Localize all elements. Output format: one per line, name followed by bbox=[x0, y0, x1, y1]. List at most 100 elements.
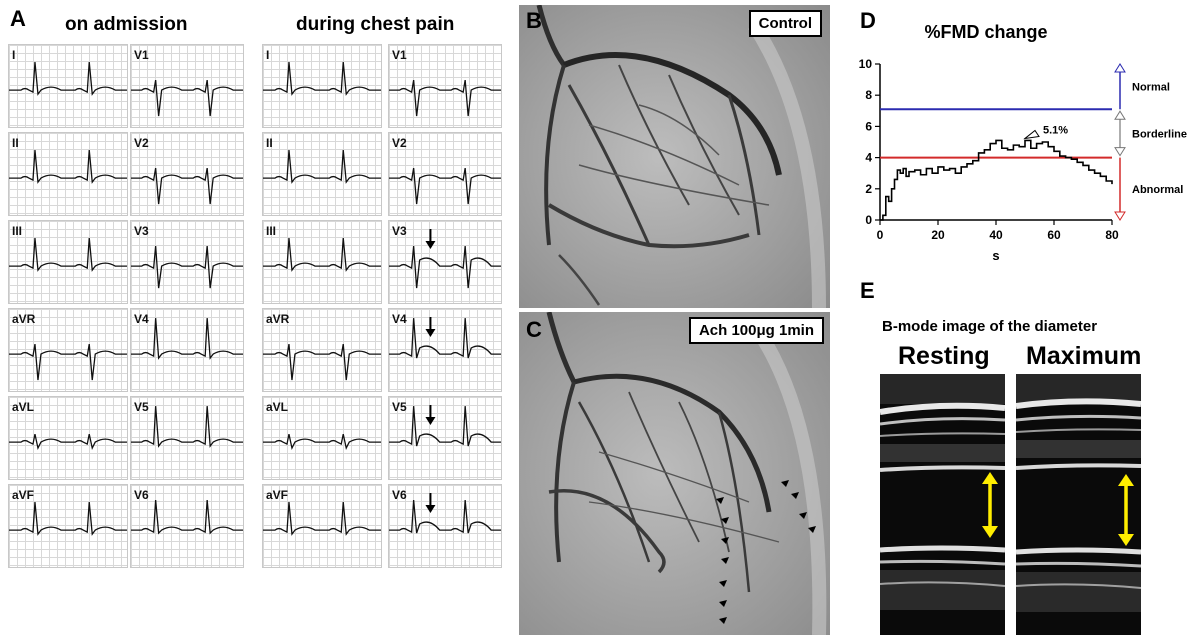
lead-label-adm-V1: V1 bbox=[134, 48, 149, 62]
peak-annotation: 5.1% bbox=[1043, 124, 1068, 136]
zone-label-normal: Normal bbox=[1132, 82, 1170, 94]
st-arrow-head bbox=[425, 417, 436, 425]
ecg-strip-adm-II bbox=[8, 132, 128, 216]
ecg-trace bbox=[263, 433, 381, 451]
chest-pain-title: during chest pain bbox=[296, 14, 455, 35]
ecg-trace bbox=[131, 167, 243, 205]
ecg-waveform bbox=[9, 502, 127, 536]
ecg-waveform bbox=[263, 62, 381, 96]
ecg-strip-adm-V5 bbox=[130, 396, 244, 480]
ecg-strip-adm-aVR bbox=[8, 308, 128, 392]
ecg-waveform bbox=[389, 79, 501, 117]
vasospasm-arrow bbox=[781, 480, 789, 487]
ecg-trace bbox=[131, 318, 243, 360]
y-tick-label: 0 bbox=[865, 213, 872, 227]
ultrasound-maximum bbox=[1016, 374, 1141, 635]
lead-label-pain-aVR: aVR bbox=[266, 312, 290, 326]
st-arrow-head bbox=[425, 505, 436, 513]
ecg-trace bbox=[389, 405, 501, 447]
lead-label-pain-V2: V2 bbox=[392, 136, 407, 150]
ecg-trace bbox=[389, 317, 501, 359]
ecg-trace bbox=[9, 62, 127, 96]
lead-label-adm-V3: V3 bbox=[134, 224, 149, 238]
ecg-waveform bbox=[131, 167, 243, 205]
ecg-trace bbox=[263, 343, 381, 381]
angiogram-control: Control bbox=[519, 5, 830, 308]
ecg-waveform bbox=[131, 318, 243, 360]
ecg-strip-adm-aVF bbox=[8, 484, 128, 568]
ultrasound-maximum-image bbox=[1016, 374, 1141, 635]
ultrasound-resting bbox=[880, 374, 1005, 635]
control-label: Control bbox=[748, 10, 822, 37]
zone-label-borderline: Borderline bbox=[1132, 128, 1187, 140]
ecg-strip-adm-I bbox=[8, 44, 128, 128]
ecg-waveform bbox=[263, 502, 381, 536]
chart-title: %FMD change bbox=[924, 22, 1047, 42]
st-arrow-head bbox=[425, 241, 436, 249]
ecg-trace bbox=[131, 246, 243, 289]
ecg-waveform bbox=[389, 406, 501, 447]
lead-label-adm-V4: V4 bbox=[134, 312, 149, 326]
ecg-waveform bbox=[263, 150, 381, 184]
y-tick-label: 4 bbox=[865, 151, 872, 165]
ecg-waveform bbox=[389, 246, 501, 289]
lead-label-pain-V4: V4 bbox=[392, 312, 407, 326]
y-tick-label: 2 bbox=[865, 182, 872, 196]
lead-label-pain-V3: V3 bbox=[392, 224, 407, 238]
ecg-trace bbox=[9, 150, 127, 184]
x-tick-label: 20 bbox=[931, 228, 945, 242]
lead-label-adm-II: II bbox=[12, 136, 19, 150]
ecg-strip-adm-aVL bbox=[8, 396, 128, 480]
ecg-strip-pain-V2 bbox=[388, 132, 502, 216]
ecg-strip-pain-V4 bbox=[388, 308, 502, 392]
peak-arrow bbox=[1023, 129, 1040, 140]
panel-d-letter: D bbox=[860, 8, 876, 33]
ecg-trace bbox=[9, 433, 127, 451]
ecg-strip-pain-V5 bbox=[388, 396, 502, 480]
ecg-trace bbox=[263, 238, 381, 272]
angiogram-control-image bbox=[519, 5, 830, 308]
lead-label-adm-V5: V5 bbox=[134, 400, 149, 414]
x-tick-label: 80 bbox=[1105, 228, 1119, 242]
ecg-strip-pain-II bbox=[262, 132, 382, 216]
ecg-strip-adm-III bbox=[8, 220, 128, 304]
ecg-waveform bbox=[263, 343, 381, 381]
admission-title: on admission bbox=[65, 14, 188, 35]
ecg-waveform bbox=[9, 62, 127, 96]
fmd-chart: %FMD change0246810020406080s%5.1%NormalB… bbox=[855, 22, 1187, 263]
lead-label-pain-aVF: aVF bbox=[266, 488, 289, 502]
lead-label-adm-I: I bbox=[12, 48, 16, 62]
ecg-waveform bbox=[389, 167, 501, 205]
vasospasm-arrow bbox=[719, 580, 727, 587]
ecg-waveform bbox=[263, 238, 381, 272]
ecg-waveform bbox=[9, 150, 127, 184]
ecg-waveform bbox=[9, 433, 127, 451]
ecg-strip-adm-V6 bbox=[130, 484, 244, 568]
ecg-waveform bbox=[131, 500, 243, 535]
ach-label: Ach 100μg 1min bbox=[688, 317, 824, 344]
lead-label-pain-V1: V1 bbox=[392, 48, 407, 62]
lead-label-pain-I: I bbox=[266, 48, 270, 62]
ecg-strip-pain-aVL bbox=[262, 396, 382, 480]
ecg-trace bbox=[389, 493, 501, 534]
lead-label-pain-V5: V5 bbox=[392, 400, 407, 414]
maximum-label: Maximum bbox=[1026, 342, 1142, 370]
lead-label-pain-V6: V6 bbox=[392, 488, 407, 502]
ecg-trace bbox=[9, 343, 127, 381]
ecg-strip-adm-V3 bbox=[130, 220, 244, 304]
vasospasm-arrows bbox=[716, 480, 816, 624]
ecg-waveform bbox=[131, 246, 243, 289]
vasospasm-arrow bbox=[721, 537, 729, 544]
ecg-waveform bbox=[389, 318, 501, 359]
ecg-strip-pain-I bbox=[262, 44, 382, 128]
lead-label-adm-III: III bbox=[12, 224, 23, 238]
vasospasm-arrow bbox=[719, 600, 727, 607]
vasospasm-arrow bbox=[721, 557, 729, 564]
normal-zone-arrow bbox=[1114, 63, 1126, 73]
ultrasound-resting-image bbox=[880, 374, 1005, 635]
lead-label-adm-V2: V2 bbox=[134, 136, 149, 150]
abnormal-zone-arrow bbox=[1114, 211, 1126, 221]
bmode-title: B-mode image of the diameter bbox=[882, 318, 1098, 335]
ecg-waveform bbox=[131, 79, 243, 117]
ecg-trace bbox=[9, 502, 127, 536]
